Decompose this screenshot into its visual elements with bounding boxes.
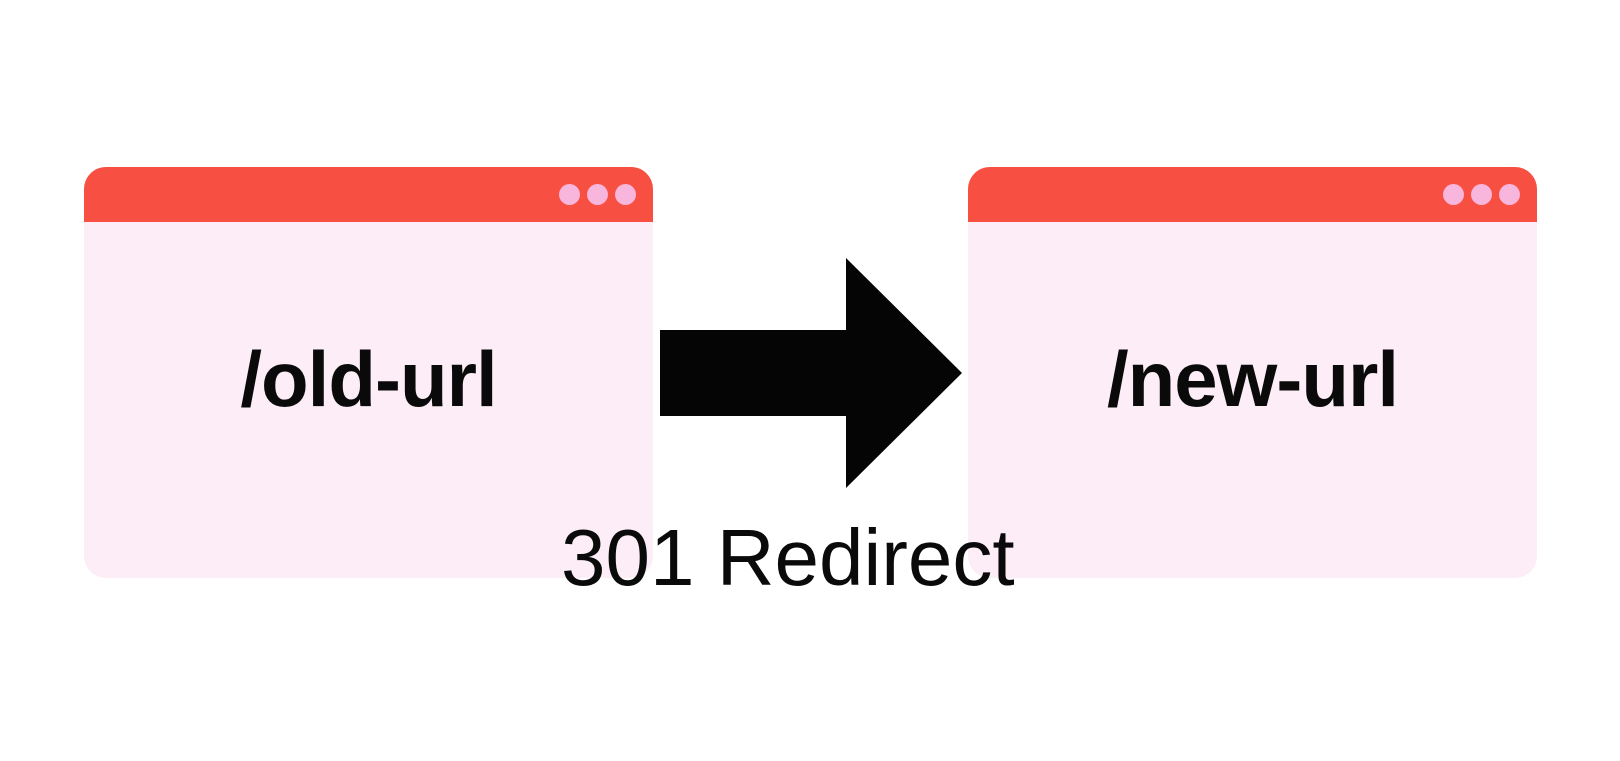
window-dot <box>559 184 580 205</box>
redirect-caption: 301 Redirect <box>561 513 1015 602</box>
arrow-shape <box>660 258 962 488</box>
new-url-label: /new-url <box>1106 335 1399 423</box>
new-url-browser-window: /new-url <box>968 167 1537 578</box>
window-dot <box>1443 184 1464 205</box>
old-url-browser-window: /old-url <box>84 167 653 578</box>
window-dot <box>1499 184 1520 205</box>
window-dot <box>615 184 636 205</box>
window-body: /old-url <box>84 222 653 578</box>
window-dot <box>1471 184 1492 205</box>
window-titlebar <box>84 167 653 222</box>
three-dots-icon <box>559 184 636 205</box>
window-body: /new-url <box>968 222 1537 578</box>
three-dots-icon <box>1443 184 1520 205</box>
window-titlebar <box>968 167 1537 222</box>
window-dot <box>587 184 608 205</box>
old-url-label: /old-url <box>240 335 497 423</box>
right-arrow-icon <box>660 258 962 488</box>
